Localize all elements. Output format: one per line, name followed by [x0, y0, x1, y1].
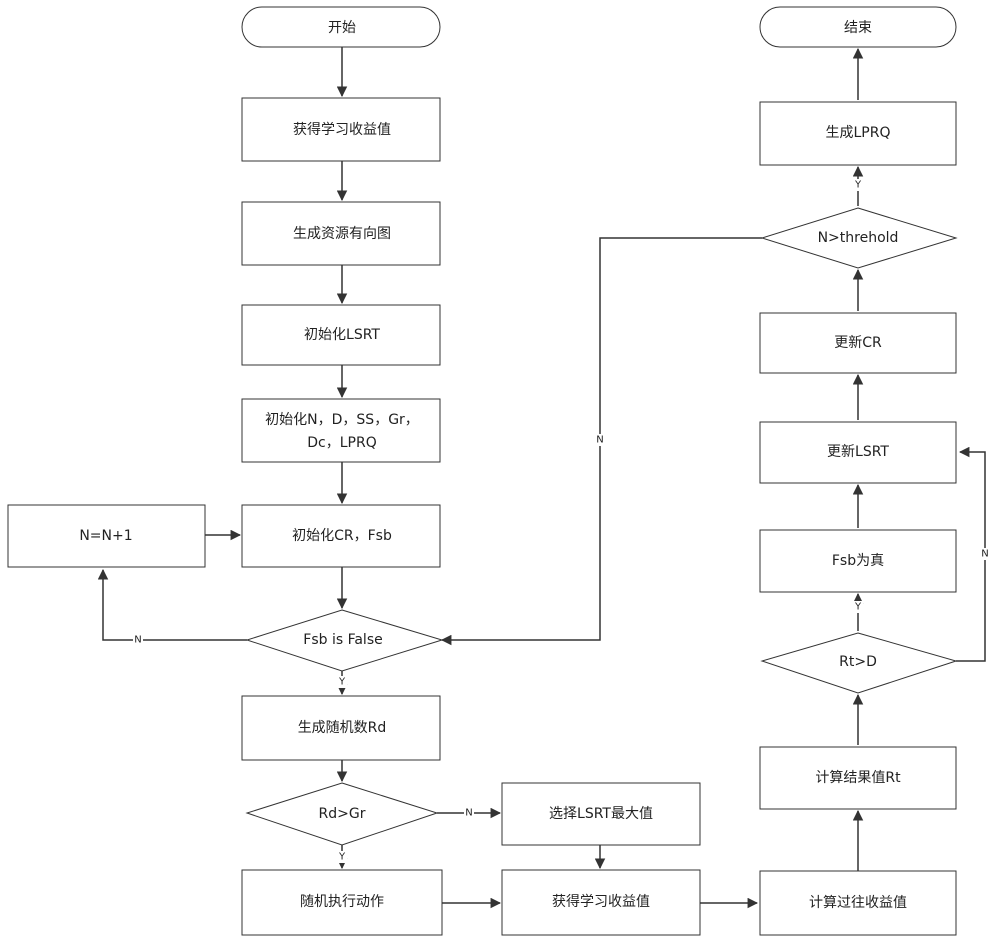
fsb-true-label: Fsb为真: [832, 553, 884, 569]
end-label: 结束: [844, 20, 872, 36]
calc-past-label: 计算过往收益值: [809, 895, 907, 911]
gen-rand-label: 生成随机数Rd: [298, 720, 387, 736]
update-lsrt-label: 更新LSRT: [827, 444, 889, 460]
select-max-label: 选择LSRT最大值: [549, 806, 653, 822]
init-lsrt-label: 初始化LSRT: [304, 326, 380, 343]
n-increment-label: N=N+1: [79, 528, 132, 544]
edge-label-thr-yes: Y: [854, 180, 862, 191]
n-threshold-label: N>threhold: [818, 230, 899, 246]
edge-label-fsb-yes: Y: [338, 677, 346, 688]
edge-label-rd-no: N: [465, 808, 472, 819]
edge-label-rt-no: N: [981, 549, 988, 560]
get-reward-2-label: 获得学习收益值: [552, 893, 650, 910]
edge-label-thr-no: N: [596, 435, 603, 446]
init-params-line2: Dc，LPRQ: [307, 435, 376, 451]
init-params-line1: 初始化N，D，SS，Gr，: [265, 411, 419, 428]
node-init-params: [242, 399, 440, 462]
rd-gt-gr-label: Rd>Gr: [319, 806, 366, 822]
edge-label-fsb-no: N: [134, 635, 141, 646]
init-cr-label: 初始化CR，Fsb: [292, 527, 392, 544]
gen-graph-label: 生成资源有向图: [293, 226, 391, 242]
start-label: 开始: [328, 20, 356, 36]
random-action-label: 随机执行动作: [300, 894, 384, 910]
update-cr-label: 更新CR: [834, 335, 882, 351]
get-reward-1-label: 获得学习收益值: [293, 121, 391, 138]
edge-label-rd-yes: Y: [338, 852, 346, 863]
edge-fsb-no-to-n: [103, 570, 247, 640]
fsb-false-label: Fsb is False: [303, 632, 382, 648]
calc-result-label: 计算结果值Rt: [815, 770, 901, 786]
gen-lprq-label: 生成LPRQ: [826, 125, 891, 141]
rt-gt-d-label: Rt>D: [839, 654, 877, 670]
edge-label-rt-yes: Y: [854, 602, 862, 613]
